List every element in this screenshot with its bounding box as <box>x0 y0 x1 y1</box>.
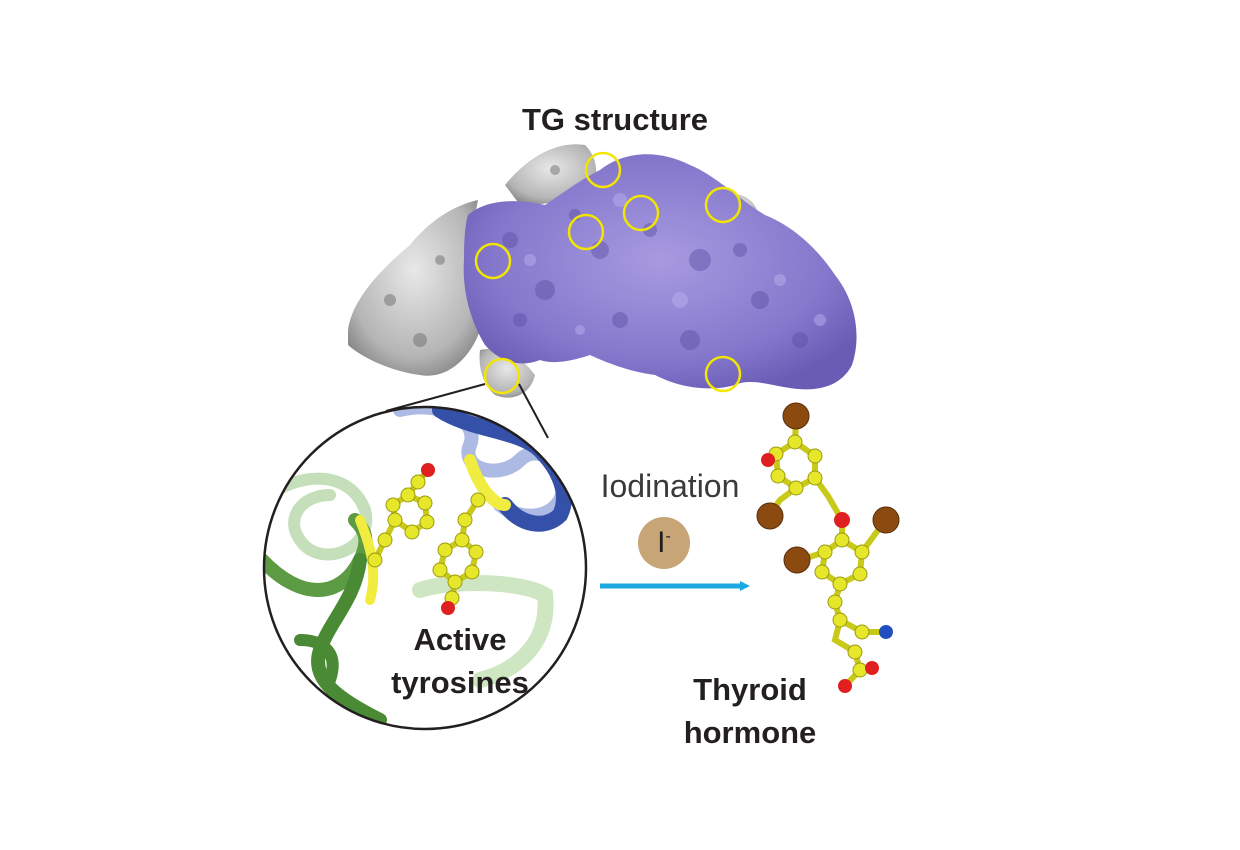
thyroid-hormone-label-line-1: Thyroid <box>693 672 807 707</box>
iodide-ion-badge: I- <box>638 517 690 569</box>
figure-title: TG structure <box>521 102 709 137</box>
tyrosine-side-chain <box>432 492 486 615</box>
tyrosine-site-circle <box>567 213 605 251</box>
green-loop-ribbon <box>264 472 554 727</box>
tg-surface-texture <box>502 209 808 350</box>
reaction-label: Iodination <box>600 468 740 504</box>
tyrosine-site-circle <box>474 242 512 280</box>
iodine-atom <box>872 506 900 534</box>
iodide-charge: - <box>665 528 671 545</box>
tg-gray-monomer-left <box>348 200 480 376</box>
tg-purple-monomer <box>463 154 857 390</box>
thyroid-hormone-label: Thyroid hormone <box>655 668 845 754</box>
active-tyrosines-label-line-2: tyrosines <box>391 665 529 700</box>
tyrosine-site-circle <box>704 186 742 224</box>
tyrosine-site-circle <box>584 151 622 189</box>
zoom-callout-lines <box>385 383 549 439</box>
tyrosine-site-circle <box>704 355 742 393</box>
iodine-atom <box>783 546 811 574</box>
iodine-atom <box>782 402 810 430</box>
tyrosine-site-circle <box>483 357 521 395</box>
active-tyrosines-label-line-1: Active <box>413 622 507 657</box>
tyrosine-side-chain <box>367 463 435 568</box>
iodide-symbol: I <box>657 526 666 559</box>
thyroid-hormone-molecule <box>756 402 900 693</box>
tyrosine-site-circle <box>622 194 660 232</box>
active-tyrosines-label: Active tyrosines <box>360 618 560 704</box>
thyroid-hormone-label-line-2: hormone <box>683 715 817 750</box>
iodine-atom <box>756 502 784 530</box>
tg-protein-surface <box>348 144 857 398</box>
